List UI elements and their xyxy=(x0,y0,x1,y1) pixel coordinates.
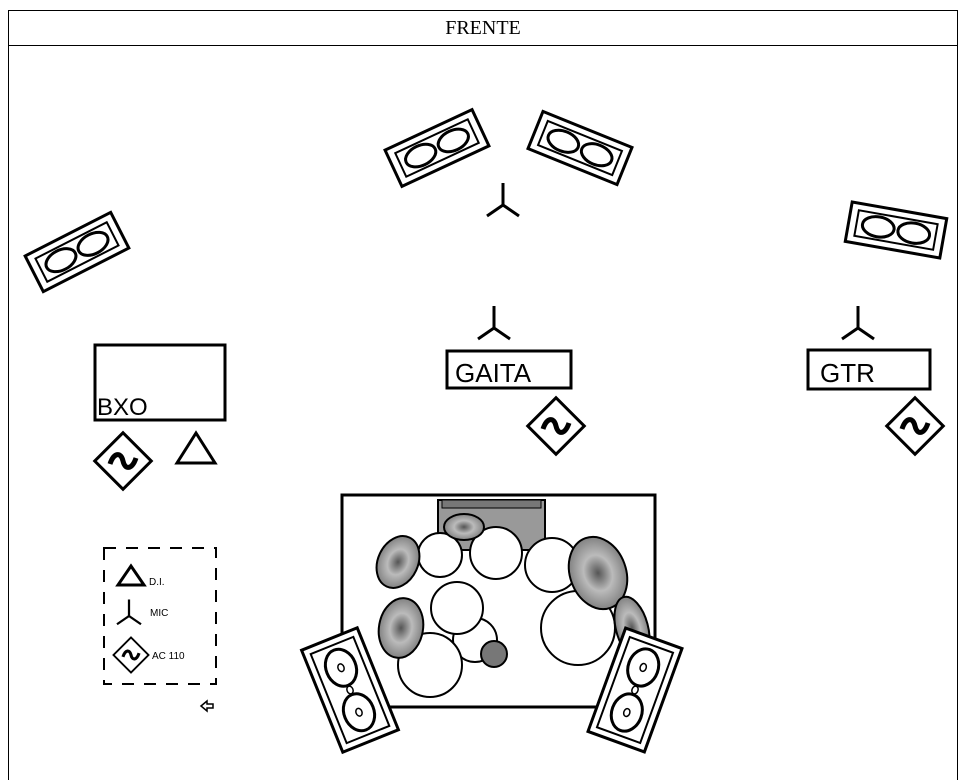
guitar-amp-label: GTR xyxy=(820,358,875,388)
harmonica-amp-label: GAITA xyxy=(455,358,532,388)
harmonica-mic-icon xyxy=(476,304,512,341)
legend-di-icon xyxy=(115,563,147,587)
cymbal-left xyxy=(375,535,421,589)
bass-di-icon xyxy=(174,430,218,465)
arrow-left-icon xyxy=(199,699,214,713)
drum-kit xyxy=(375,513,651,698)
guitar-mic-icon xyxy=(840,304,876,341)
harmonica-amp: GAITA xyxy=(445,349,573,390)
monitor-wedge-left xyxy=(23,210,131,294)
guitar-amp: GTR xyxy=(806,348,932,391)
legend-mic-icon xyxy=(115,598,143,626)
page-title: FRENTE xyxy=(8,10,958,46)
monitor-wedge-right xyxy=(843,200,949,260)
bass-ac-outlet-icon xyxy=(95,433,152,490)
monitor-wedge-center-left xyxy=(383,108,491,188)
drum-throne xyxy=(480,640,508,668)
cymbal-top xyxy=(443,513,485,541)
guitar-ac-outlet-icon xyxy=(887,398,944,455)
legend-di-label: D.I. xyxy=(149,577,165,588)
bass-amp: BXO xyxy=(93,343,227,422)
cymbal-right xyxy=(567,535,629,611)
hi-hat xyxy=(377,597,425,659)
legend-ac-outlet-icon xyxy=(111,635,151,675)
snare-drum xyxy=(430,581,484,635)
harmonica-ac-outlet-icon xyxy=(528,398,585,455)
bass-amp-label: BXO xyxy=(97,394,148,421)
legend-mic-label: MIC xyxy=(150,608,168,619)
rack-tom-2 xyxy=(469,526,523,580)
legend: D.I. MIC AC 110 xyxy=(103,547,217,685)
vocal-mic-icon xyxy=(485,181,521,218)
monitor-wedge-center-right xyxy=(526,109,634,187)
legend-ac-label: AC 110 xyxy=(152,651,185,662)
